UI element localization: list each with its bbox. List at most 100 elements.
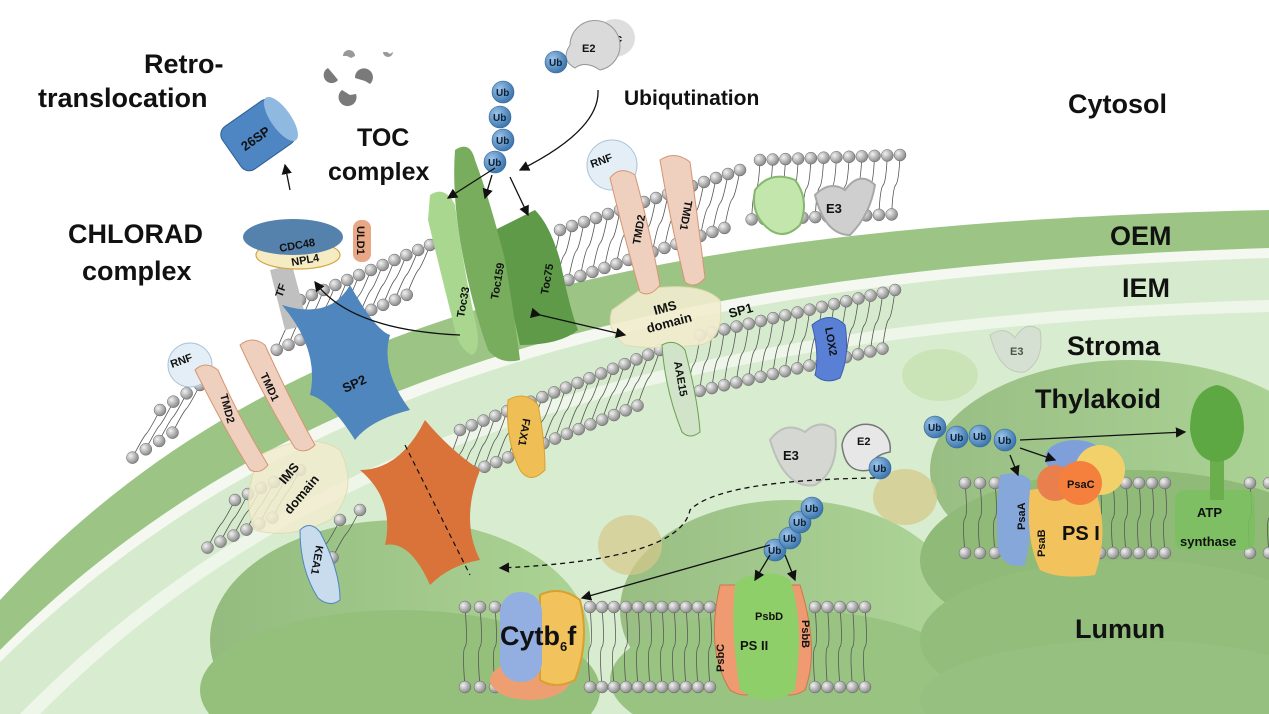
oem-label: OEM	[1110, 221, 1172, 251]
sp2-protein: SP2	[282, 285, 410, 440]
e2-label-cytosol: E2	[582, 43, 595, 55]
lipid-head	[1145, 546, 1159, 560]
ubiquitin-label: Ub	[549, 58, 562, 69]
lipid-head	[1262, 546, 1269, 560]
lipid-head	[488, 600, 502, 614]
transport-path	[404, 444, 471, 576]
arrows	[281, 89, 1187, 601]
lipid-head	[893, 148, 907, 162]
lipid-head	[718, 221, 731, 235]
lipid-head	[610, 257, 623, 271]
lipid-tail	[696, 606, 700, 688]
arrow-e2-to-chain	[518, 89, 599, 171]
lipid-head	[586, 265, 599, 279]
lipid-tail	[863, 606, 867, 688]
ubiquitin-icon	[868, 456, 892, 480]
tf-label: TF	[274, 282, 290, 299]
lipid-tail	[578, 373, 602, 430]
chlorad-label-1: CHLORAD	[68, 219, 203, 249]
lipid-head	[1243, 476, 1257, 490]
lipid-head	[364, 263, 378, 277]
arrow-ub-to-toc75	[509, 176, 529, 217]
lipid-head	[1106, 546, 1120, 560]
lipid-head	[742, 373, 755, 386]
lipid-tail	[838, 606, 842, 688]
lipid-head	[766, 153, 779, 166]
lipid-head	[808, 680, 822, 694]
lipid-tail	[580, 217, 597, 277]
uld1-label: ULD1	[354, 226, 366, 255]
lipid-head	[282, 338, 295, 352]
lipid-tail	[406, 244, 431, 295]
lipid-head	[167, 395, 180, 408]
lipid-head	[388, 293, 402, 307]
kea1-protein	[299, 525, 341, 604]
lipid-head	[791, 306, 804, 319]
thylakoid-bilayer	[458, 476, 1269, 694]
cytb6f-main: Cytb	[500, 621, 560, 651]
lipid-head	[730, 376, 743, 389]
lipid-head	[733, 163, 747, 177]
cdc48-protein	[243, 219, 343, 255]
lipid-head	[630, 353, 643, 366]
lipid-tail	[625, 354, 649, 411]
lipid-tail	[1163, 482, 1167, 554]
ubiquitination-label: Ubiqutination	[624, 87, 759, 110]
psbb-label: PsbB	[799, 620, 811, 648]
lipid-tail	[207, 499, 236, 548]
ubiquitin-label: Ub	[793, 518, 806, 529]
lipid-head	[721, 167, 735, 181]
lipid-head	[547, 386, 561, 399]
lipid-tail	[672, 606, 676, 688]
tmd1-right	[659, 155, 706, 286]
lipid-tail	[566, 378, 590, 434]
lipid-head	[1158, 476, 1172, 490]
lipid-tail	[878, 155, 888, 215]
lipid-head	[589, 211, 603, 225]
tmd1-label-right: TMD1	[677, 199, 694, 231]
lipid-head	[574, 269, 587, 283]
ubiquitin-label: Ub	[493, 113, 506, 124]
tmd2-right	[609, 170, 661, 295]
lipid-head	[658, 241, 671, 255]
psbc-label: PsbC	[715, 644, 727, 672]
lipid-tail	[543, 387, 567, 444]
lipid-tail	[660, 606, 664, 688]
lipid-head	[152, 434, 166, 448]
lipid-head	[595, 680, 609, 694]
lipid-head	[649, 191, 663, 205]
ubiquitin-icon	[488, 105, 512, 129]
lipid-head	[473, 600, 487, 614]
lipid-tail	[588, 606, 592, 688]
lipid-head	[270, 343, 284, 357]
stroma-e3-e2: E3 E2	[768, 423, 891, 487]
cytosol-e2-ac: Ac E2	[565, 19, 635, 71]
lipid-tail	[993, 482, 997, 554]
atp-synthase: ATP synthase	[1175, 385, 1255, 550]
ubiquitin-icon	[993, 428, 1017, 452]
lipid-head	[705, 381, 719, 395]
lipid-head	[536, 390, 549, 404]
lipid-head	[584, 418, 597, 431]
lipid-head	[572, 422, 585, 436]
lipid-head	[583, 600, 597, 614]
lipid-head	[667, 600, 681, 614]
lipid-head	[815, 300, 829, 314]
lipid-tail	[869, 292, 884, 352]
ubiquitin-icon	[491, 128, 515, 152]
lipid-tail	[700, 177, 717, 237]
npl4-label: NPL4	[290, 252, 321, 269]
lox2-protein	[811, 317, 848, 382]
ims-domain-left	[248, 440, 349, 534]
lipid-head	[821, 680, 834, 694]
lipid-tail	[554, 382, 579, 439]
lipid-head	[341, 273, 354, 287]
lumen-label: Lumun	[1075, 614, 1165, 644]
lipid-head	[655, 680, 669, 694]
toc-label-1: TOC	[357, 124, 409, 152]
lipid-head	[809, 210, 822, 224]
lipid-tail	[845, 298, 859, 358]
lipid-head	[779, 152, 792, 166]
lipid-tail	[708, 606, 712, 688]
